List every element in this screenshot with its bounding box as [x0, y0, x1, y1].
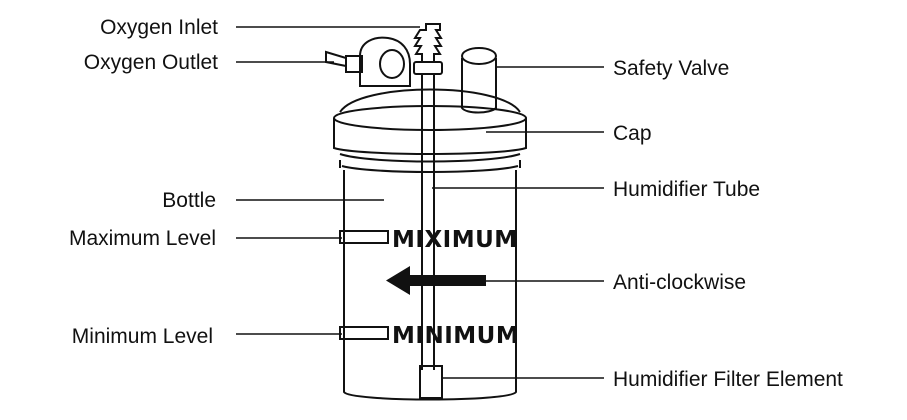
cap [333, 88, 527, 173]
oxygen-inlet-nozzle [413, 23, 443, 75]
maximum-level-text: MIXIMUM [392, 227, 518, 253]
safety-valve [461, 47, 497, 114]
minimum-level-mark [339, 326, 389, 340]
humidifier-illustration: MIXIMUM MINIMUM [325, 23, 527, 401]
oxygen-outlet-elbow [325, 36, 411, 87]
label-humidifier-filter-element: Humidifier Filter Element [613, 368, 843, 391]
leader-lines [236, 26, 604, 379]
label-bottle: Bottle [162, 189, 216, 212]
bottle-body [343, 170, 517, 401]
humidifier-tube [421, 74, 435, 370]
minimum-level-text: MINIMUM [392, 323, 519, 349]
label-oxygen-outlet: Oxygen Outlet [84, 51, 218, 74]
label-anti-clockwise: Anti-clockwise [613, 271, 746, 294]
label-minimum-level: Minimum Level [72, 325, 213, 348]
humidifier-filter-element [419, 365, 443, 399]
labels: Oxygen Inlet Oxygen Outlet Bottle Maximu… [69, 16, 843, 391]
maximum-level-mark [339, 230, 389, 244]
label-oxygen-inlet: Oxygen Inlet [100, 16, 218, 39]
anti-clockwise-arrow [386, 266, 486, 295]
label-humidifier-tube: Humidifier Tube [613, 178, 760, 201]
label-cap: Cap [613, 122, 652, 145]
label-maximum-level: Maximum Level [69, 227, 216, 250]
label-safety-valve: Safety Valve [613, 57, 729, 80]
